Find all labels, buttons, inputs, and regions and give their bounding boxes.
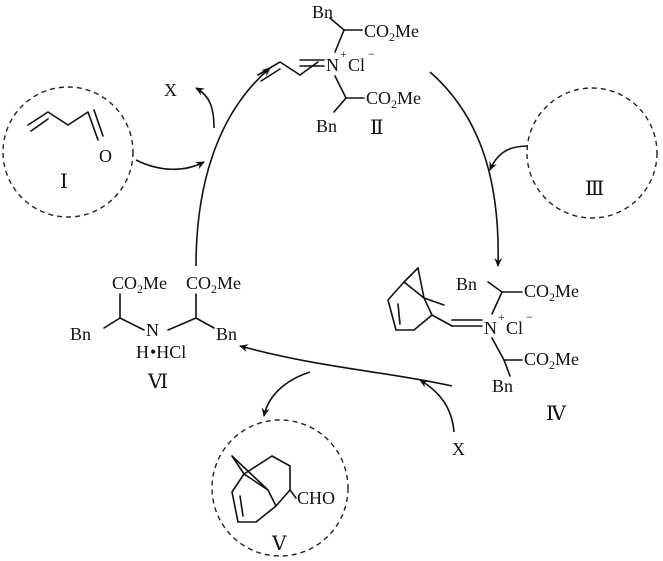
cycle-arrow-ii-to-iv <box>429 71 503 267</box>
compound-IV-norbornene-iminium: N + Cl − Bn CO2Me CO2Me Bn Ⅳ <box>387 267 579 425</box>
co2me-label: CO2Me <box>366 88 421 111</box>
compound-II-iminium: N + Cl − Bn CO2Me CO2Me Bn Ⅱ <box>257 2 421 139</box>
bn-label: Bn <box>216 324 237 344</box>
compound-V-label: Ⅴ <box>271 533 287 555</box>
bn-label: Bn <box>492 376 513 396</box>
n-plus-charge: + <box>340 47 347 61</box>
compound-V-norbornene-aldehyde: CHO Ⅴ <box>231 455 335 555</box>
input-arrow-compound-III <box>489 145 529 171</box>
output-arrow-compound-V <box>261 371 311 417</box>
compound-I-circle <box>2 86 134 218</box>
input-arrow-compound-I <box>135 159 205 171</box>
n-plus-charge: + <box>498 310 505 324</box>
x-input-label: X <box>452 439 465 459</box>
chloride-minus: − <box>368 47 375 61</box>
nh-hydrogen: H <box>136 342 149 362</box>
compound-VI-label: Ⅵ <box>147 371 168 393</box>
co2me-label: CO2Me <box>524 281 579 304</box>
bn-label: Bn <box>70 324 91 344</box>
cycle-arrow-vi-to-ii <box>195 67 271 267</box>
nitrogen-label: N <box>326 55 339 75</box>
chloride-minus: − <box>526 310 533 324</box>
nitrogen-label: N <box>146 320 159 340</box>
x-output-label: X <box>164 80 177 100</box>
aldehyde-label: CHO <box>297 488 335 508</box>
compound-V-circle <box>211 419 349 557</box>
hcl-label: •HCl <box>150 342 186 362</box>
compound-IV-label: Ⅳ <box>546 403 567 425</box>
chloride-label: Cl <box>348 55 365 75</box>
co2me-label: CO2Me <box>364 21 419 44</box>
input-arrow-x <box>419 379 455 433</box>
chloride-label: Cl <box>506 318 523 338</box>
bn-label: Bn <box>312 2 333 22</box>
compound-I-acrolein: O Ⅰ <box>27 109 112 193</box>
compound-III-circle <box>526 87 658 219</box>
bn-label: Bn <box>316 116 337 136</box>
compound-III-label: Ⅲ <box>585 178 604 200</box>
bn-label: Bn <box>456 274 477 294</box>
compound-I-label: Ⅰ <box>60 171 68 193</box>
nitrogen-label: N <box>484 318 497 338</box>
co2me-label: CO2Me <box>112 273 167 296</box>
oxygen-label: O <box>99 146 112 166</box>
compound-II-label: Ⅱ <box>370 117 384 139</box>
compound-VI-amine-hydrochloride: CO2Me CO2Me Bn N Bn H •HCl Ⅵ <box>70 273 241 393</box>
co2me-label: CO2Me <box>186 273 241 296</box>
output-arrow-x <box>195 87 215 129</box>
co2me-label: CO2Me <box>524 349 579 372</box>
